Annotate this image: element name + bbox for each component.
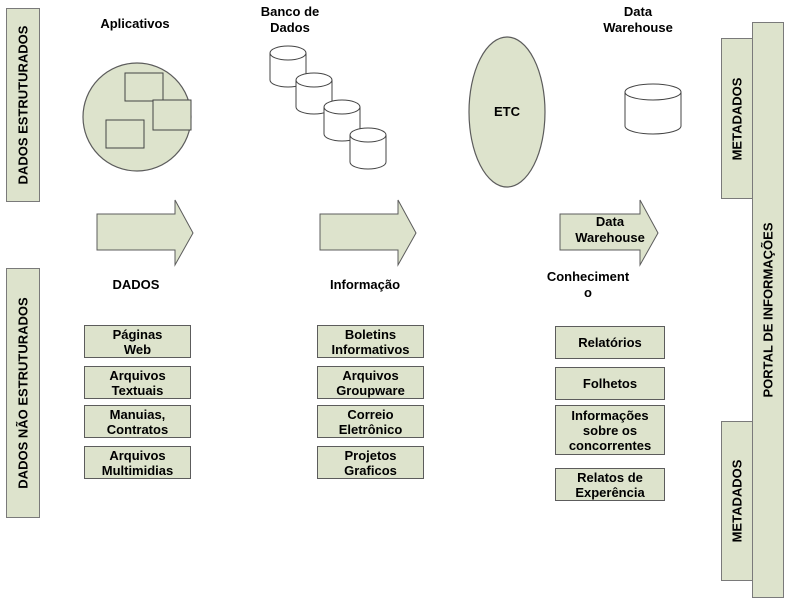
database-cylinder-2 (295, 72, 333, 115)
aplicativos-header: Aplicativos (100, 16, 170, 31)
informacao-section-label: Informação (329, 277, 401, 292)
arrow-1 (96, 199, 194, 267)
database-cylinder-4 (349, 127, 387, 170)
arrow-2 (319, 199, 417, 267)
etc-label: ETC (494, 104, 520, 119)
dados-section-label: DADOS (112, 277, 160, 292)
dados-item-manuias-contratos: Manuias,Contratos (84, 405, 191, 438)
arrow-data-warehouse-label: Data Warehouse (575, 214, 645, 245)
conhecimento-item-relatorios: Relatórios (555, 326, 665, 359)
conhecimento-section-label: Conheciment o (546, 269, 630, 300)
banco-de-dados-header: Banco de Dados (260, 4, 320, 35)
app-window-3 (105, 119, 145, 149)
app-window-2 (152, 99, 192, 131)
portal-label: PORTAL DE INFORMAÇÕES (760, 222, 776, 398)
arrow-3 (559, 199, 659, 267)
app-window-1 (124, 72, 164, 102)
portal-bar: PORTAL DE INFORMAÇÕES (752, 22, 784, 598)
structured-data-bar: DADOS ESTRUTURADOS (6, 8, 40, 202)
metadados-bottom-label: METADADOS (729, 459, 745, 543)
metadados-bottom-bar: METADADOS (721, 421, 753, 581)
unstructured-data-bar: DADOS NÃO ESTRUTURADOS (6, 268, 40, 518)
data-warehouse-cylinder (624, 83, 682, 135)
metadados-top-bar: METADADOS (721, 38, 753, 199)
metadados-top-label: METADADOS (729, 77, 745, 160)
data-warehouse-header: Data Warehouse (603, 4, 673, 35)
conhecimento-item-folhetos: Folhetos (555, 367, 665, 400)
etc-ellipse (468, 36, 546, 188)
